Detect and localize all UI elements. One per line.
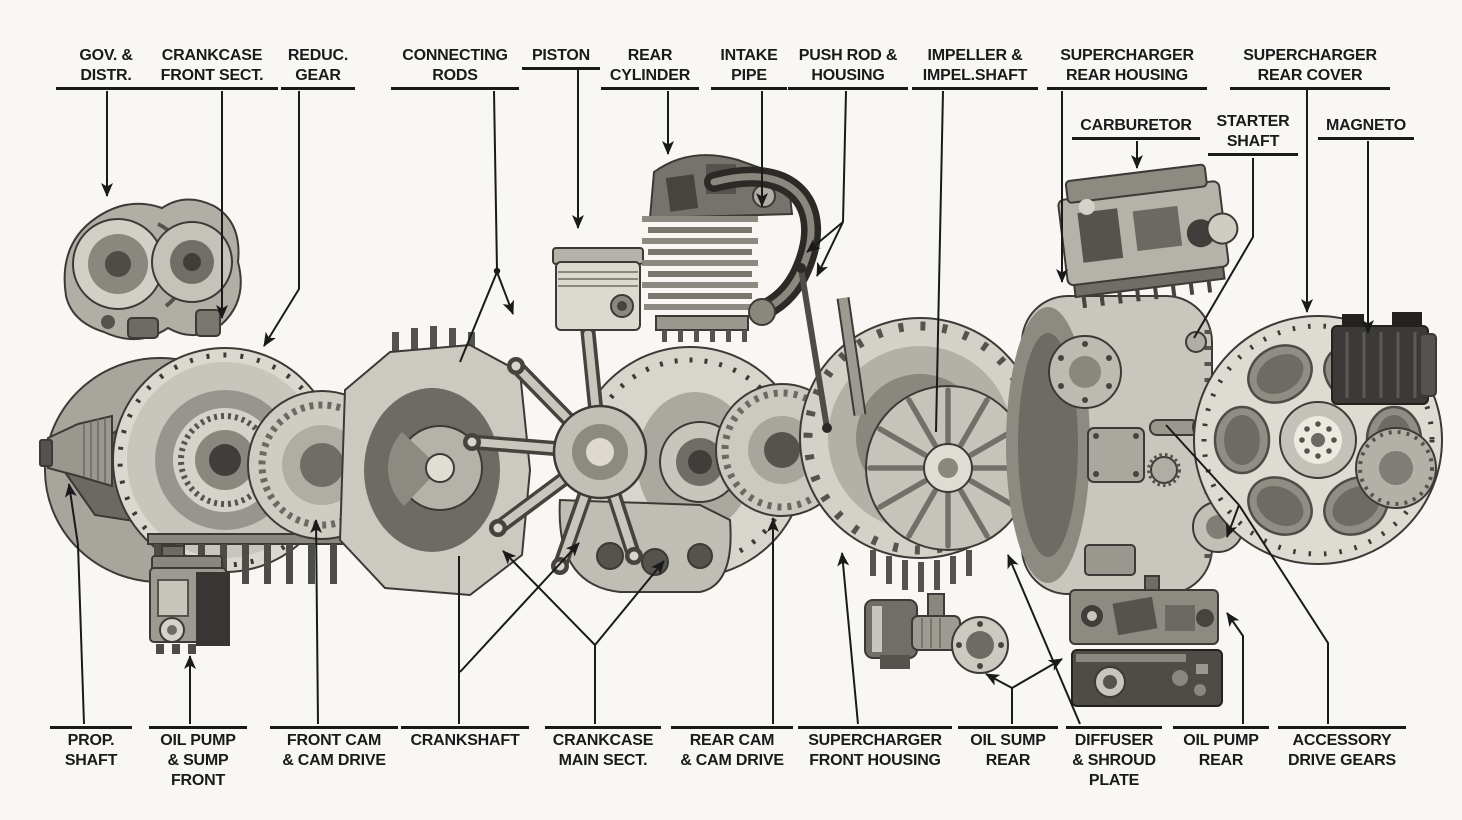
label-starter-shaft: STARTER SHAFT	[1208, 112, 1298, 156]
leader-push-rod-stem	[842, 90, 847, 223]
leader-connecting-rods-stem	[493, 90, 498, 271]
label-magneto: MAGNETO	[1318, 116, 1414, 140]
leader-crankcase-main-a	[502, 550, 596, 646]
label-oil-pump-sump-front: OIL PUMP & SUMP FRONT	[149, 726, 247, 791]
label-gov-distr: GOV. & DISTR.	[56, 46, 156, 90]
leader-impeller	[935, 90, 944, 433]
label-supercharger-rear-cover: SUPERCHARGER REAR COVER	[1230, 46, 1390, 90]
label-crankcase-front-sect: CRANKCASE FRONT SECT.	[146, 46, 278, 90]
leader-sc-front-housing	[837, 552, 859, 725]
label-reduc-gear: REDUC. GEAR	[281, 46, 355, 90]
label-impeller-impel-shaft: IMPELLER & IMPEL.SHAFT	[912, 46, 1038, 90]
label-front-cam-cam-drive: FRONT CAM & CAM DRIVE	[270, 726, 398, 771]
label-rear-cam-cam-drive: REAR CAM & CAM DRIVE	[671, 726, 793, 771]
label-crankcase-main-sect: CRANKCASE MAIN SECT.	[545, 726, 661, 771]
part-connecting-rods	[463, 324, 648, 575]
label-oil-sump-rear: OIL SUMP REAR	[958, 726, 1058, 771]
label-piston: PISTON	[522, 46, 600, 70]
label-carburetor: CARBURETOR	[1072, 116, 1200, 140]
part-push-rod	[796, 263, 867, 433]
part-piston	[552, 247, 644, 331]
leader-crankcase-main-b	[594, 560, 665, 646]
leader-push-rod-b	[816, 221, 844, 277]
label-diffuser-shroud-plate: DIFFUSER & SHROUD PLATE	[1066, 726, 1162, 791]
label-intake-pipe: INTAKE PIPE	[711, 46, 787, 90]
leader-accessory-stem	[1238, 504, 1329, 724]
part-oil-pump-rear	[1069, 575, 1223, 707]
part-supercharger-rear-housing	[1006, 295, 1213, 595]
label-crankshaft: CRANKSHAFT	[401, 726, 529, 751]
label-connecting-rods: CONNECTING RODS	[391, 46, 519, 90]
leader-connecting-rods-junction	[493, 267, 501, 275]
leader-diffuser	[1007, 554, 1081, 725]
leader-front-cam	[310, 519, 323, 725]
leader-lines	[64, 70, 1374, 725]
label-rear-cylinder: REAR CYLINDER	[601, 46, 699, 90]
part-oil-sump-rear	[864, 593, 1009, 674]
part-oil-pump-sump-front	[149, 545, 230, 654]
label-prop-shaft: PROP. SHAFT	[50, 726, 132, 771]
label-accessory-drive-gears: ACCESSORY DRIVE GEARS	[1278, 726, 1406, 771]
part-crankcase-main-section	[338, 326, 532, 597]
leader-starter-shaft	[1193, 158, 1254, 339]
part-prop-shaft	[39, 414, 113, 488]
leader-connecting-rods-a	[459, 271, 498, 363]
part-carburetor	[1057, 163, 1239, 309]
label-oil-pump-rear: OIL PUMP REAR	[1173, 726, 1269, 771]
part-magneto	[1331, 312, 1437, 509]
leader-crankshaft-branch	[459, 542, 580, 673]
leader-reduc-gear	[263, 91, 300, 347]
leader-prop-shaft	[64, 483, 85, 725]
part-governor-distributor	[63, 198, 242, 341]
leader-oil-pump-rear	[1226, 612, 1244, 724]
leader-connecting-rods-b	[496, 271, 514, 315]
label-supercharger-front-housing: SUPERCHARGER FRONT HOUSING	[798, 726, 952, 771]
leader-push-rod-a	[806, 221, 844, 253]
leader-oil-sump-rear-a	[985, 673, 1013, 689]
leader-accessory-b	[1165, 424, 1240, 506]
label-push-rod-housing: PUSH ROD & HOUSING	[788, 46, 908, 90]
label-supercharger-rear-housing: SUPERCHARGER REAR HOUSING	[1047, 46, 1207, 90]
leader-accessory-a	[1225, 504, 1240, 538]
